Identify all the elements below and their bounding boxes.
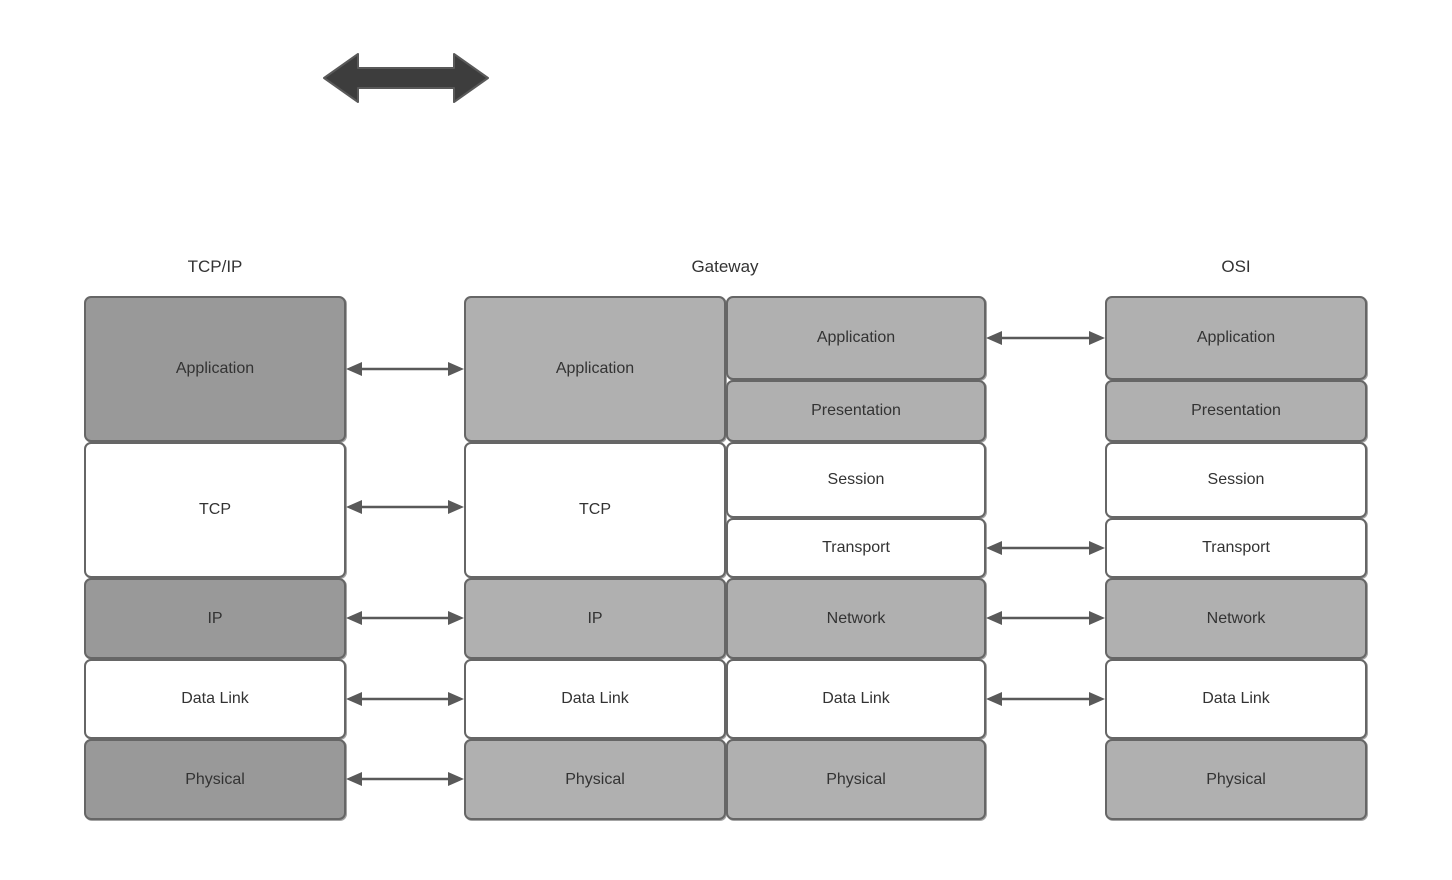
layer-box-tcpip-ip: IP [84, 578, 346, 659]
column-title-osi: OSI [1221, 257, 1251, 276]
layer-box-osi-transport: Transport [1105, 518, 1367, 578]
layer-box-gateway-right-application: Application [726, 296, 986, 380]
layer-box-tcpip-datalink: Data Link [84, 659, 346, 739]
connector-arrow-tcpip-gateway-application [346, 356, 464, 382]
connector-arrow-gateway-osi-datalink [986, 686, 1105, 712]
double-headed-block-arrow [322, 50, 490, 106]
layer-box-gateway-left-ip: IP [464, 578, 726, 659]
layer-box-gateway-right-datalink: Data Link [726, 659, 986, 739]
layer-box-tcpip-application: Application [84, 296, 346, 442]
connector-arrow-tcpip-gateway-ip [346, 605, 464, 631]
column-title-gateway: Gateway [691, 257, 759, 276]
layer-box-gateway-right-physical: Physical [726, 739, 986, 820]
connector-arrow-gateway-osi-network [986, 605, 1105, 631]
layer-box-tcpip-physical: Physical [84, 739, 346, 820]
layer-box-gateway-right-session: Session [726, 442, 986, 518]
layer-box-gateway-left-application: Application [464, 296, 726, 442]
connector-arrow-gateway-osi-transport [986, 535, 1105, 561]
layer-box-gateway-right-transport: Transport [726, 518, 986, 578]
layer-box-gateway-right-presentation: Presentation [726, 380, 986, 442]
connector-arrow-tcpip-gateway-tcp [346, 494, 464, 520]
connector-arrow-gateway-osi-application [986, 325, 1105, 351]
layer-box-gateway-left-tcp: TCP [464, 442, 726, 578]
layer-box-osi-network: Network [1105, 578, 1367, 659]
layer-box-osi-presentation: Presentation [1105, 380, 1367, 442]
layer-box-osi-physical: Physical [1105, 739, 1367, 820]
layer-box-osi-datalink: Data Link [1105, 659, 1367, 739]
connector-arrow-tcpip-gateway-physical [346, 766, 464, 792]
layer-box-gateway-right-network: Network [726, 578, 986, 659]
layer-box-osi-application: Application [1105, 296, 1367, 380]
layer-box-gateway-left-physical: Physical [464, 739, 726, 820]
layer-box-osi-session: Session [1105, 442, 1367, 518]
column-title-tcpip: TCP/IP [187, 257, 243, 276]
connector-arrow-tcpip-gateway-datalink [346, 686, 464, 712]
layer-box-gateway-left-datalink: Data Link [464, 659, 726, 739]
layer-box-tcpip-tcp: TCP [84, 442, 346, 578]
